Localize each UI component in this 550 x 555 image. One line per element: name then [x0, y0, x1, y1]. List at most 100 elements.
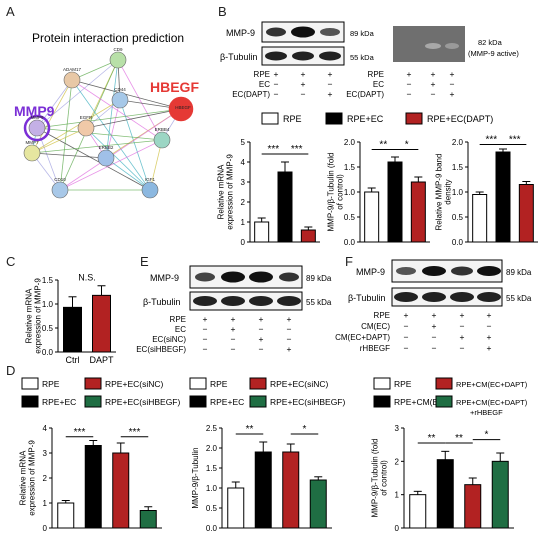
significance-label: *	[303, 424, 307, 435]
network-node	[153, 131, 171, 149]
legend-label: RPE	[283, 114, 302, 124]
condition-mark: −	[460, 321, 465, 331]
panel-label-c: C	[6, 254, 15, 269]
bar	[227, 487, 245, 529]
x-tick-label: DAPT	[89, 355, 114, 365]
network-node	[63, 71, 81, 89]
panel-label-e: E	[140, 254, 149, 269]
y-axis-label-line: Relative mRNA	[19, 450, 28, 505]
network-edge	[36, 108, 182, 129]
y-axis-label: Relative MMP-9 banddensity	[435, 154, 453, 231]
condition-mark: −	[203, 324, 208, 334]
y-tick-label: 0.5	[452, 213, 464, 222]
band	[320, 28, 340, 36]
y-tick-label: 0.0	[42, 348, 54, 357]
condition-mark: +	[301, 79, 306, 89]
bar	[409, 494, 427, 529]
significance-label: **	[428, 433, 436, 444]
network-edge	[59, 139, 163, 191]
blot-f-kda-89: 89 kDa	[506, 268, 532, 277]
blot-b-kda-55: 55 kDa	[350, 53, 375, 62]
network-node	[109, 51, 127, 69]
condition-label: CM(EC)	[361, 322, 390, 331]
y-axis-label-line: Relative mRNA	[217, 164, 226, 219]
condition-mark: −	[404, 332, 409, 342]
y-tick-label: 1	[43, 499, 48, 508]
significance-label: **	[246, 424, 254, 435]
network-node	[97, 149, 115, 167]
condition-mark: −	[404, 321, 409, 331]
significance-label: ***	[485, 135, 497, 146]
condition-mark: +	[460, 332, 465, 342]
condition-mark: −	[487, 321, 492, 331]
condition-mark: −	[460, 343, 465, 353]
condition-mark: +	[460, 310, 465, 320]
network-edge	[36, 127, 151, 191]
y-tick-label: 2.0	[452, 138, 464, 147]
panel-label-f: F	[345, 254, 353, 269]
legend-swatch-rpe-ec-dapt	[405, 112, 423, 125]
legend-swatch-rpe	[373, 377, 391, 390]
network-title: Protein interaction prediction	[32, 31, 184, 45]
condition-mark: −	[328, 79, 333, 89]
y-tick-label: 4	[241, 158, 246, 167]
y-axis-label: MMP-9/β-Tubulin	[191, 447, 200, 508]
network-node	[77, 119, 95, 137]
y-tick-label: 2	[43, 474, 48, 483]
panel-b-blot: MMP-9 β-Tubulin 89 kDa 55 kDa 82 kDa (MM…	[220, 21, 519, 99]
band	[193, 296, 217, 306]
y-tick-label: 4	[43, 424, 48, 433]
network-node-label: ADAM17	[63, 67, 82, 72]
condition-mark: −	[274, 89, 279, 99]
legend-label: RPE+CM(EC+DAPT)	[456, 380, 528, 389]
network-edge	[36, 127, 163, 141]
bar	[84, 445, 102, 529]
legend-swatch-sinc	[84, 377, 102, 390]
condition-mark: +	[431, 69, 436, 79]
significance-label: **	[379, 140, 387, 151]
condition-mark: −	[407, 79, 412, 89]
legend-label: RPE	[394, 379, 412, 389]
band	[422, 292, 446, 302]
network-node	[141, 181, 159, 199]
legend-label: RPE+EC(siNC)	[270, 379, 328, 389]
blot-b-tubulin-label: β-Tubulin	[220, 52, 257, 62]
network-edge	[31, 139, 163, 154]
network-edge	[59, 79, 73, 191]
legend-label: RPE+EC(siHBEGF)	[105, 397, 180, 407]
network-node-highlight	[23, 114, 51, 142]
blot-e-kda-55: 55 kDa	[306, 298, 332, 307]
y-tick-label: 5	[241, 138, 246, 147]
condition-label: EC	[175, 325, 186, 334]
condition-mark: −	[274, 79, 279, 89]
condition-mark: +	[231, 324, 236, 334]
network-edge	[105, 59, 119, 159]
band	[249, 296, 273, 306]
y-tick-label: 0.0	[206, 524, 218, 533]
significance-label: ***	[509, 135, 521, 146]
legend-swatch-ec	[189, 395, 207, 408]
y-axis-label-line: of control)	[335, 174, 344, 210]
network-edge	[105, 157, 151, 191]
panel-a-network: Protein interaction prediction CD9ADAM17…	[14, 31, 199, 199]
condition-mark: −	[203, 344, 208, 354]
network-node	[51, 181, 69, 199]
condition-mark: +	[287, 344, 292, 354]
panel-label-b: B	[218, 4, 227, 19]
condition-label: rHBEGF	[360, 344, 390, 353]
legend-label: RPE+EC(siHBEGF)	[270, 397, 345, 407]
blot-f-tubulin-strip	[391, 287, 503, 307]
blot-e-tubulin-label: β-Tubulin	[143, 297, 180, 307]
mmp9-highlight-label: MMP9	[14, 103, 55, 119]
condition-mark: +	[407, 69, 412, 79]
bar	[436, 459, 454, 529]
condition-mark: −	[432, 332, 437, 342]
condition-mark: −	[259, 324, 264, 334]
condition-mark: +	[431, 79, 436, 89]
condition-mark: −	[407, 89, 412, 99]
band	[477, 266, 501, 276]
bar	[464, 484, 482, 529]
